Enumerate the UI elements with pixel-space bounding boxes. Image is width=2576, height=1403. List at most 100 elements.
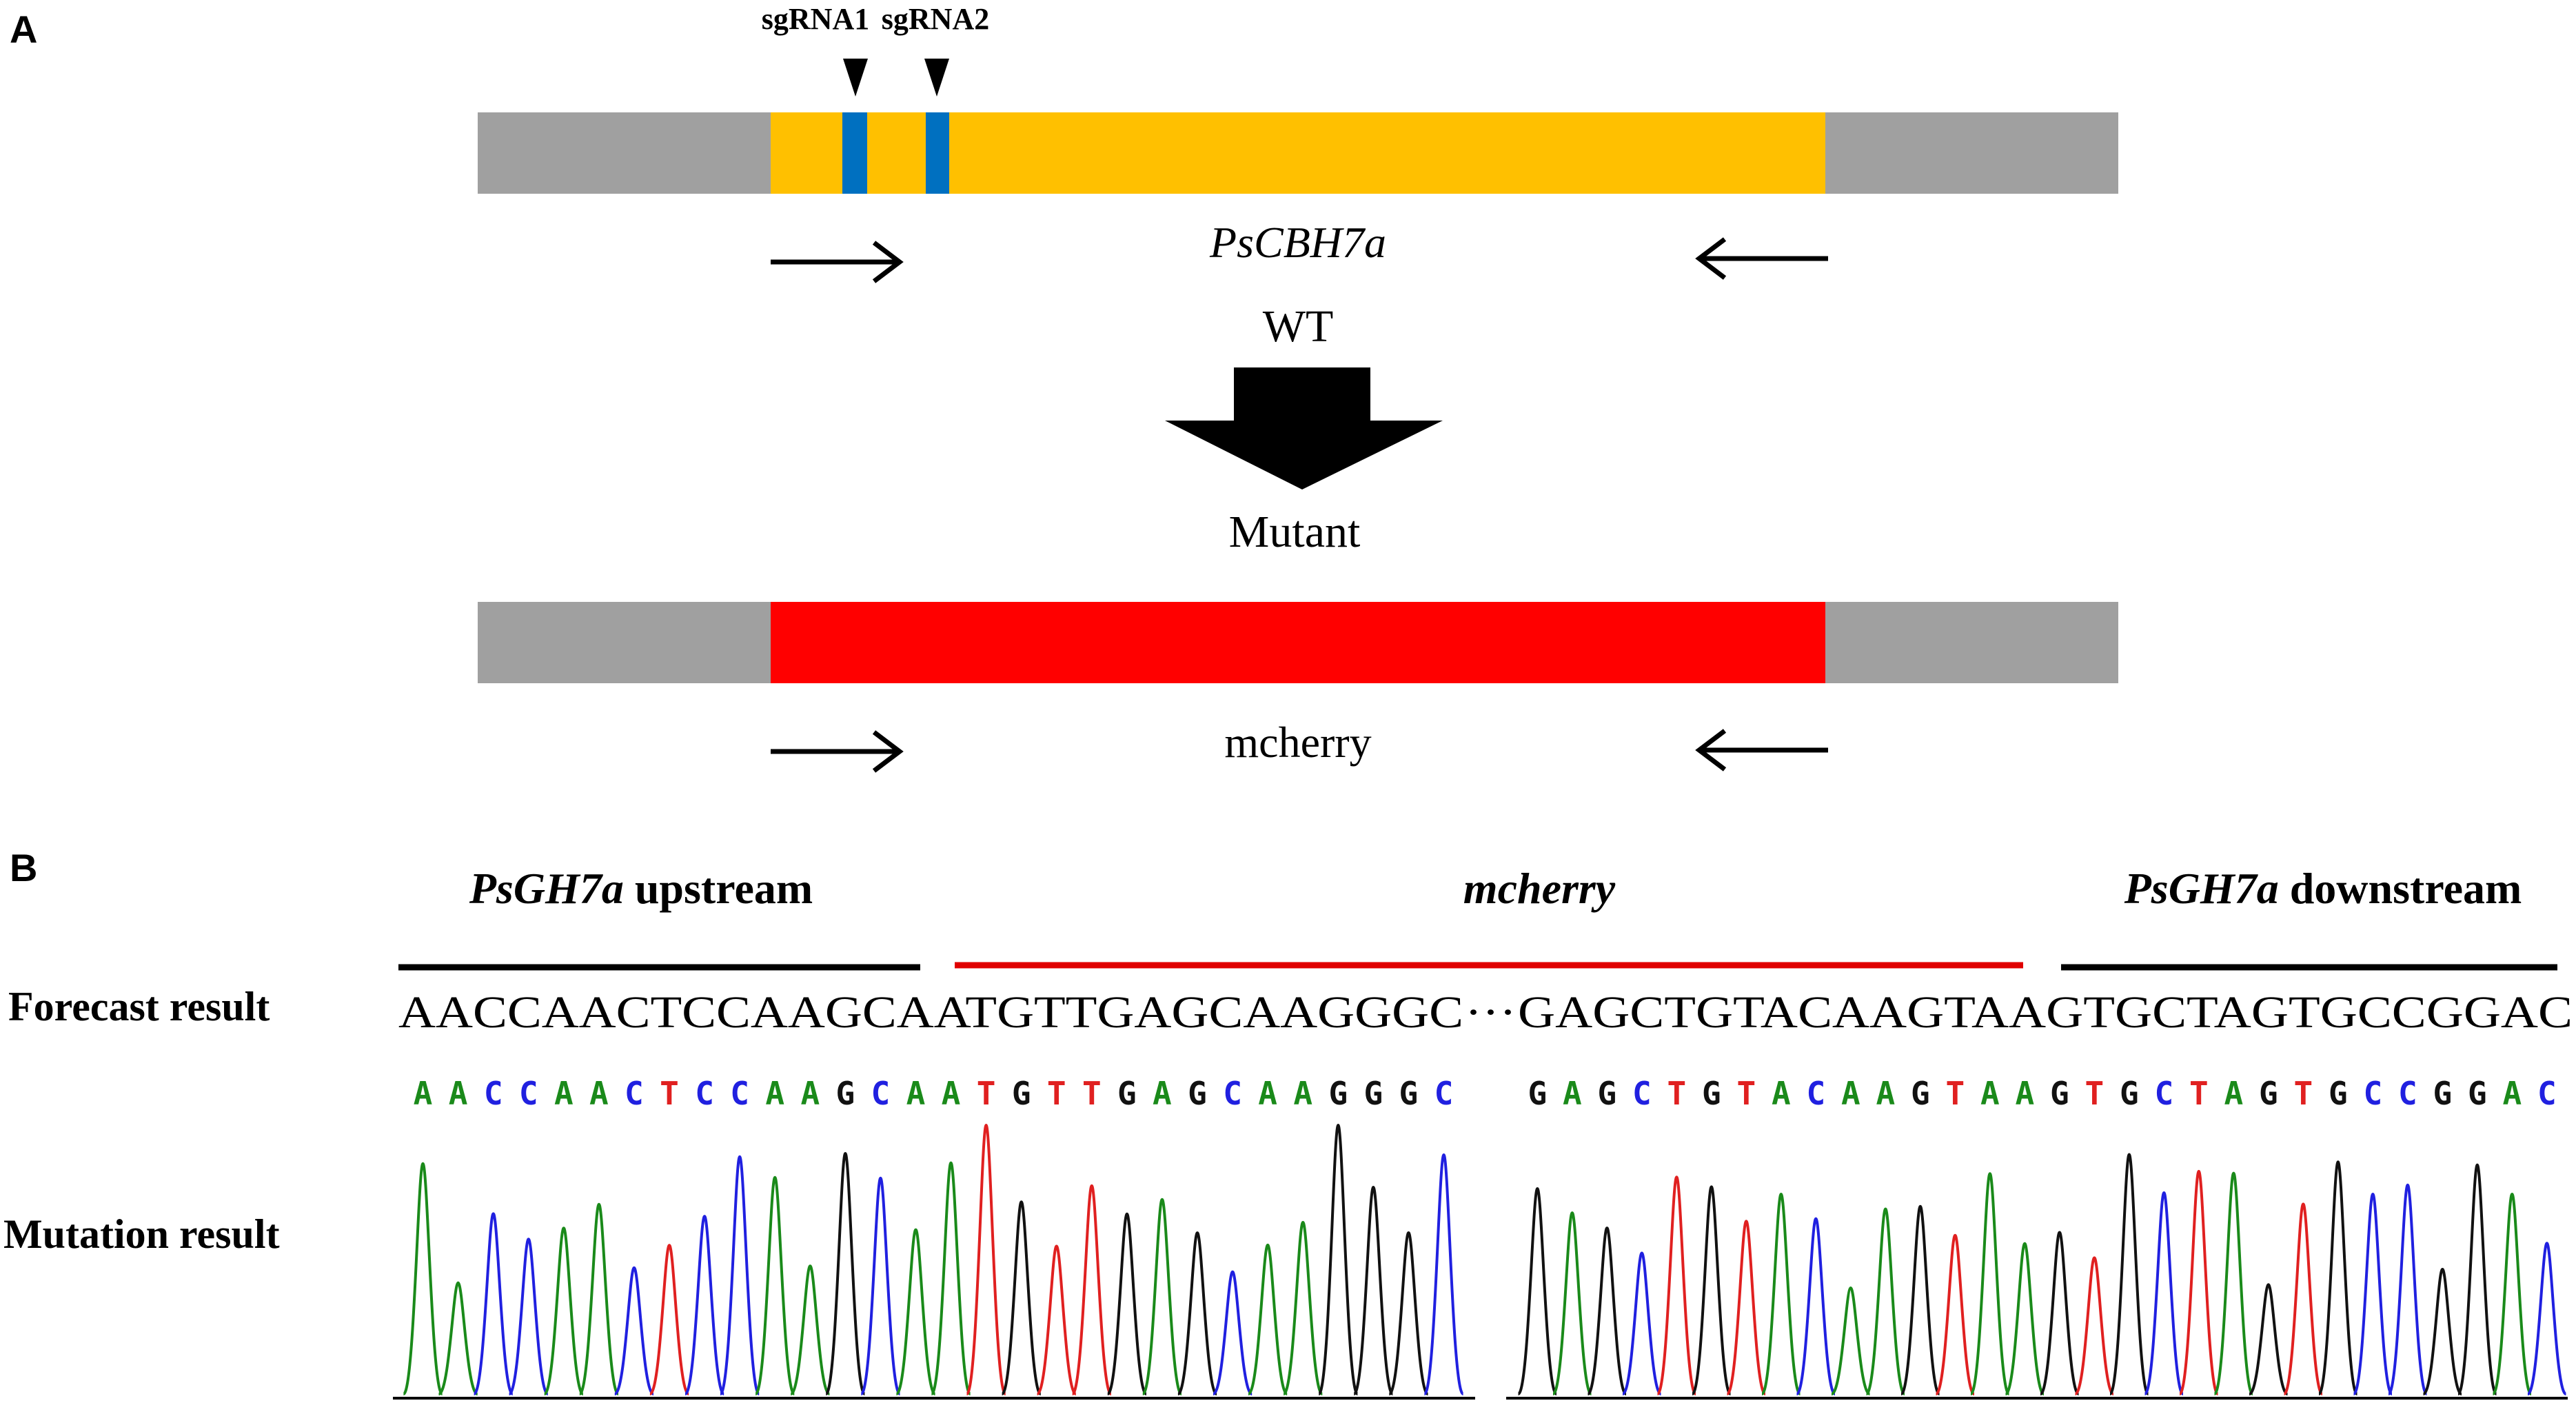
downstream-header: PsGH7a downstream <box>2124 864 2522 913</box>
mutant-forward-primer-arrow <box>771 730 904 773</box>
chromatogram-peak <box>1176 1231 1219 1395</box>
mutant-label: Mutant <box>1229 507 1361 557</box>
sgrna2-site <box>926 112 949 194</box>
called-base: T <box>2189 1075 2209 1112</box>
chromatogram-peak <box>2039 1231 2080 1395</box>
chromatogram <box>393 1123 2568 1400</box>
mutant-reverse-primer-arrow <box>1695 729 1828 771</box>
called-base: A <box>414 1075 433 1112</box>
forecast-seq-right: GAGCTGTACAAGTAAGTGCTAGTGCCGGAC <box>1518 987 2573 1038</box>
panel-a-label: A <box>10 8 37 51</box>
called-base: G <box>2329 1075 2348 1112</box>
called-base: T <box>1945 1075 1965 1112</box>
called-base: G <box>2259 1075 2278 1112</box>
chromatogram-peak <box>2248 1283 2289 1395</box>
chromatogram-peak <box>507 1238 549 1395</box>
called-base: A <box>765 1075 784 1112</box>
chromatogram-peak <box>1035 1244 1077 1395</box>
chromatogram-peak <box>1725 1220 1767 1395</box>
called-base: C <box>2154 1075 2173 1112</box>
called-base: C <box>519 1075 538 1112</box>
called-base: G <box>1399 1075 1419 1112</box>
chromatogram-peak <box>578 1202 620 1395</box>
chromatogram-peak <box>754 1175 796 1395</box>
called-base: G <box>1117 1075 1137 1112</box>
chromatogram-peak <box>1934 1233 1976 1395</box>
chromatogram-peak <box>895 1228 937 1395</box>
called-base: A <box>942 1075 961 1112</box>
called-base: A <box>1772 1075 1791 1112</box>
insert-header: mcherry <box>1463 864 1616 913</box>
mutant-gene-name: mcherry <box>1224 718 1371 767</box>
called-base: G <box>1528 1075 1547 1112</box>
downstream-header-gene: PsGH7a <box>2124 864 2279 913</box>
chromatogram-peak <box>613 1266 655 1395</box>
wt-gene-name: PsCBH7a <box>1209 218 1386 267</box>
sgrna1-marker <box>843 59 868 97</box>
panel-b-label: B <box>10 846 37 889</box>
called-base: A <box>1563 1075 1582 1112</box>
forecast-result-label: Forecast result <box>8 984 270 1029</box>
called-base: A <box>2502 1075 2522 1112</box>
chromatogram-peak <box>684 1215 726 1395</box>
called-base: T <box>1047 1075 1066 1112</box>
called-base: T <box>1082 1075 1102 1112</box>
chromatogram-peak <box>472 1212 514 1395</box>
chromatogram-peak <box>1282 1220 1324 1395</box>
called-base: A <box>2015 1075 2034 1112</box>
wt-left-flank <box>478 112 771 194</box>
chromatogram-peak <box>1586 1227 1627 1395</box>
chromatogram-peak <box>965 1123 1007 1395</box>
called-base: C <box>1434 1075 1454 1112</box>
chromatogram-peak <box>2457 1163 2498 1395</box>
called-base: A <box>1293 1075 1312 1112</box>
chromatogram-peak <box>1830 1286 1871 1395</box>
called-base: G <box>2468 1075 2487 1112</box>
called-base: C <box>1223 1075 1242 1112</box>
chromatogram-peak <box>402 1162 444 1395</box>
chromatogram-peak <box>1212 1270 1254 1395</box>
called-base: C <box>2398 1075 2417 1112</box>
chromatogram-peak <box>2318 1160 2359 1395</box>
called-base: T <box>2293 1075 2313 1112</box>
chromatogram-peak <box>789 1264 831 1395</box>
called-base: A <box>554 1075 574 1112</box>
called-base: A <box>1841 1075 1860 1112</box>
chromatogram-peak <box>2143 1191 2184 1395</box>
chromatogram-peak <box>2213 1171 2254 1395</box>
called-base: C <box>484 1075 503 1112</box>
called-base: A <box>449 1075 468 1112</box>
chromatogram-peak <box>1141 1198 1183 1395</box>
wt-right-flank <box>1825 112 2118 194</box>
called-base: C <box>625 1075 644 1112</box>
chromatogram-peak <box>2004 1242 2045 1395</box>
chromatogram-peak <box>1517 1187 1558 1395</box>
chromatogram-peak <box>1317 1123 1359 1395</box>
wt-reverse-primer-arrow <box>1695 237 1828 280</box>
called-base: A <box>1258 1075 1277 1112</box>
called-base: G <box>2050 1075 2069 1112</box>
called-base: C <box>730 1075 749 1112</box>
chromatogram-peak <box>438 1281 478 1395</box>
sgrna2-marker <box>924 59 949 97</box>
chromatogram-peak <box>648 1244 691 1395</box>
called-base: C <box>1632 1075 1652 1112</box>
called-base: G <box>1702 1075 1721 1112</box>
transition-arrow <box>1165 367 1443 489</box>
chromatogram-peak <box>1106 1212 1148 1395</box>
called-base: C <box>2363 1075 2382 1112</box>
chromatogram-peak <box>719 1155 761 1395</box>
chromatogram-peak <box>2387 1183 2428 1395</box>
called-base: T <box>1736 1075 1756 1112</box>
chromatogram-peak <box>1761 1192 1802 1395</box>
called-base: G <box>835 1075 855 1112</box>
chromatogram-peak <box>1795 1217 1836 1395</box>
chromatogram-peak <box>1865 1207 1906 1395</box>
called-base: T <box>660 1075 679 1112</box>
chromatogram-peak <box>1071 1184 1113 1395</box>
chromatogram-peak <box>1552 1211 1593 1395</box>
chromatogram-peak <box>860 1176 902 1395</box>
called-base: T <box>1667 1075 1686 1112</box>
chromatogram-peak <box>2282 1202 2324 1395</box>
